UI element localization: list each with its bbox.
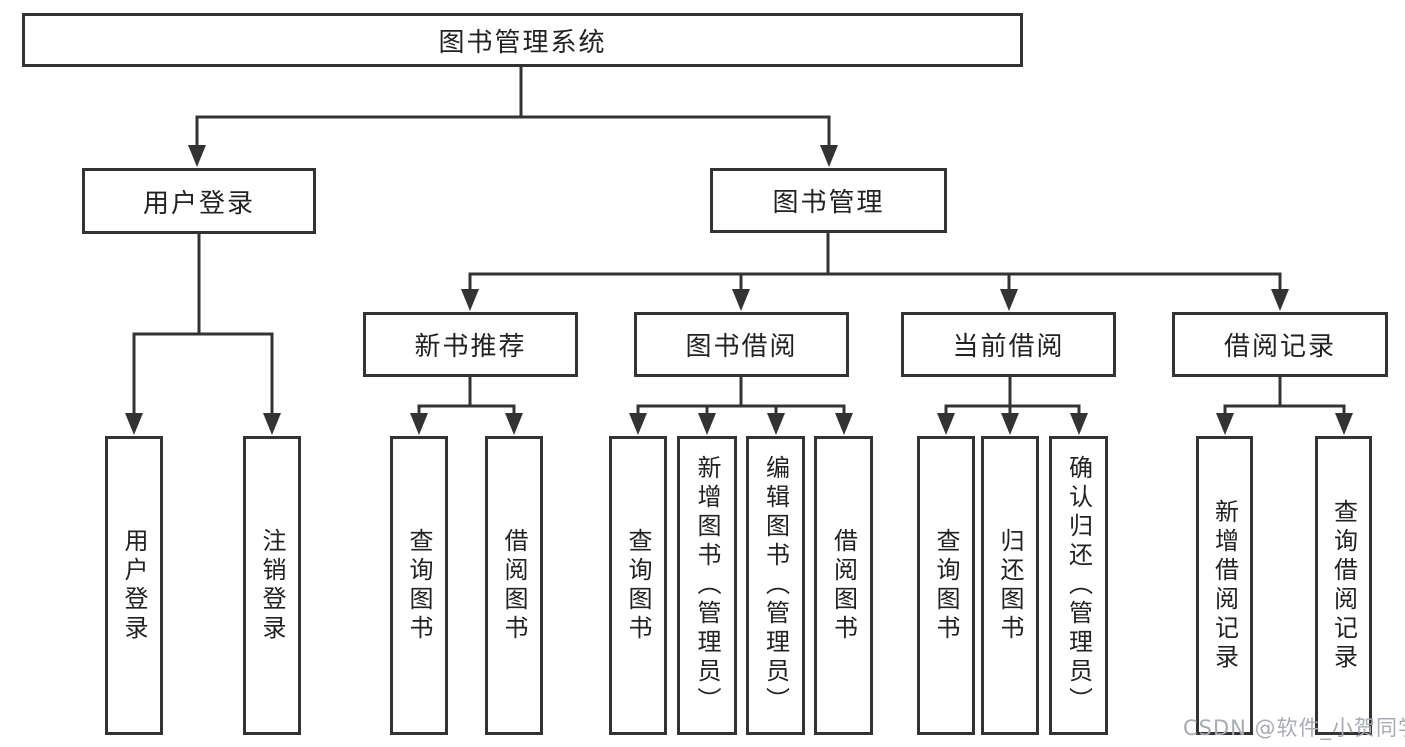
connector-book-borrow-to-leaves [629,377,853,435]
leaf-borrow-books: 借阅图书 [814,436,873,735]
leaf-return-books: 归还图书 [981,436,1039,735]
leaf-query-books-recommend: 查询图书 [390,436,448,735]
node-book-management: 图书管理 [710,168,947,233]
leaf-logout: 注销登录 [243,436,301,735]
leaf-add-books-admin: 新增图书（管理员） [677,436,737,735]
leaf-query-books-borrow: 查询图书 [609,436,667,735]
connector-new-book-recommend-to-leaves [410,377,523,435]
leaf-confirm-return-admin: 确认归还（管理员） [1049,436,1108,735]
csdn-watermark: CSDN @软件_小贺同学 [1183,716,1405,740]
node-user-login: 用户登录 [82,168,316,234]
connector-current-borrow-to-leaves [937,377,1088,435]
leaf-query-books-current: 查询图书 [917,436,975,735]
connector-borrow-records-to-leaves [1216,377,1353,435]
leaf-query-borrow-record: 查询借阅记录 [1315,436,1372,735]
node-book-borrow: 图书借阅 [634,312,849,377]
leaf-edit-books-admin: 编辑图书（管理员） [746,436,805,735]
node-new-book-recommend: 新书推荐 [363,312,578,377]
node-borrow-records: 借阅记录 [1172,312,1388,377]
leaf-add-borrow-record: 新增借阅记录 [1196,436,1253,735]
leaf-user-login: 用户登录 [105,436,163,735]
connector-user-login-to-leaves [125,234,281,435]
connector-book-management-to-level3 [461,233,1289,311]
leaf-borrow-books-recommend: 借阅图书 [485,436,543,735]
connector-root-to-level2 [188,67,838,167]
node-current-borrow: 当前借阅 [901,312,1116,377]
node-library-management-system: 图书管理系统 [22,13,1023,67]
